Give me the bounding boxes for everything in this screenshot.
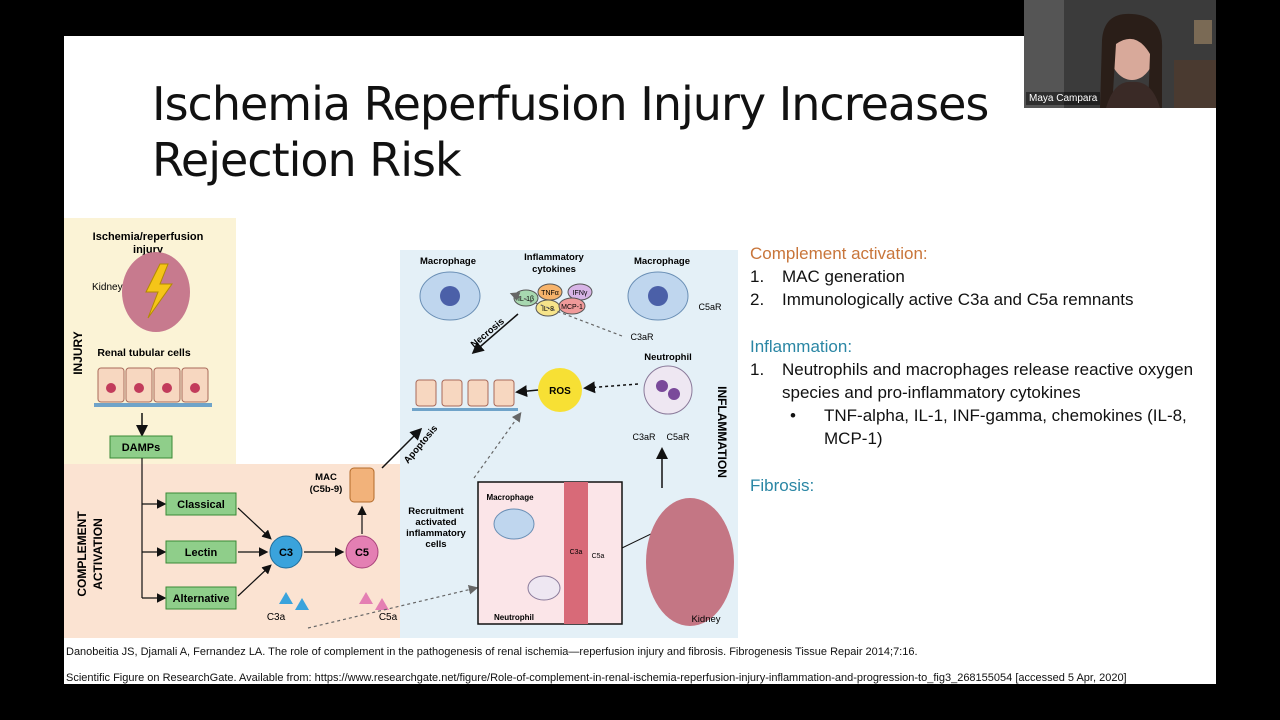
slide-title: Ischemia Reperfusion Injury Increases Re… xyxy=(152,77,989,187)
damps-box xyxy=(109,435,173,459)
mac-pore xyxy=(349,467,375,503)
recruit-label-4: cells xyxy=(425,539,446,550)
inflammation-heading: Inflammation: xyxy=(750,337,853,356)
c3-node xyxy=(269,535,303,569)
list-number: 2. xyxy=(750,290,765,309)
c5a-label: C5a xyxy=(379,612,398,623)
slide: Ischemia Reperfusion Injury Increases Re… xyxy=(64,36,1216,684)
sub-list-text: TNF-alpha, IL-1, INF-gamma, chemokines (… xyxy=(824,406,1187,448)
fibrosis-heading: Fibrosis: xyxy=(750,476,815,495)
mac-label-1: MAC xyxy=(315,472,337,483)
mac-label-2: (C5b-9) xyxy=(310,484,343,495)
bullet-content: Complement activation: 1. MAC generation… xyxy=(750,242,1210,497)
tissue-inset xyxy=(477,481,623,625)
recruit-label-2: activated xyxy=(415,517,456,528)
il8-label: IL-8 xyxy=(542,306,554,313)
mcp1-label: MCP-1 xyxy=(561,304,583,311)
list-text: MAC generation xyxy=(782,267,905,286)
c5a-triangle xyxy=(375,598,389,610)
list-text: Neutrophils and macrophages release reac… xyxy=(782,360,1194,402)
complement-heading: Complement activation: xyxy=(750,244,928,263)
c5-node xyxy=(345,535,379,569)
renal-tubular-cells xyxy=(94,367,212,407)
ros-burst xyxy=(538,368,582,412)
list-item: 1. MAC generation xyxy=(750,265,1210,288)
list-item: 2. Immunologically active C3a and C5a re… xyxy=(750,288,1210,311)
kidney-bottom-graphic xyxy=(646,498,734,626)
c3-label: C3 xyxy=(279,547,293,559)
complement-side-2: ACTIVATION xyxy=(91,518,105,590)
c3a-triangle xyxy=(295,598,309,610)
list-item: 1. Neutrophils and macrophages release r… xyxy=(750,358,1210,404)
classical-box xyxy=(165,492,237,516)
tnfa-label: TNFα xyxy=(541,290,559,297)
renal-cells-label: Renal tubular cells xyxy=(97,347,191,359)
cytokines-label-1: Inflammatory xyxy=(524,252,584,263)
lectin-label: Lectin xyxy=(185,547,218,559)
recruit-label-1: Recruitment xyxy=(408,506,464,517)
kidney-bottom-label: Kidney xyxy=(691,614,720,625)
alternative-label: Alternative xyxy=(173,593,230,605)
cytokines-label-2: cytokines xyxy=(532,264,576,275)
inset-neutrophil-label: Neutrophil xyxy=(494,613,534,622)
injury-heading-1: Ischemia/reperfusion xyxy=(93,231,204,243)
kidney-label: Kidney xyxy=(92,282,123,293)
c3ar-label-top: C3aR xyxy=(630,332,654,342)
neutrophil-cell xyxy=(643,365,693,415)
lectin-box xyxy=(165,540,237,564)
sub-list-item: • TNF-alpha, IL-1, INF-gamma, chemokines… xyxy=(750,404,1210,450)
inset-c5a-label: C5a xyxy=(592,553,605,560)
bullet-dot: • xyxy=(790,406,796,425)
participant-video-tile[interactable]: Maya Campara xyxy=(1024,0,1216,108)
list-number: 1. xyxy=(750,267,765,286)
complement-figure: Ischemia/reperfusion injury Kidney INJUR… xyxy=(64,218,738,638)
inset-macrophage-label: Macrophage xyxy=(486,493,534,502)
macrophage-left-label: Macrophage xyxy=(420,256,476,267)
lightning-icon xyxy=(145,263,173,319)
citation-source: Scientific Figure on ResearchGate. Avail… xyxy=(66,672,1127,684)
injury-side-label: INJURY xyxy=(71,331,85,375)
c3a-label: C3a xyxy=(267,612,286,623)
ros-label: ROS xyxy=(549,386,571,397)
participant-name: Maya Campara xyxy=(1026,92,1101,105)
damaged-cells xyxy=(412,379,518,411)
list-number: 1. xyxy=(750,360,765,379)
c5a-triangle xyxy=(359,592,373,604)
ifng-label: IFNγ xyxy=(573,290,588,297)
classical-label: Classical xyxy=(177,499,225,511)
neutrophil-label: Neutrophil xyxy=(644,352,692,363)
inset-c3a-label: C3a xyxy=(570,549,583,556)
damps-label: DAMPs xyxy=(122,442,161,454)
inflammation-side-label: INFLAMMATION xyxy=(715,386,729,478)
c5ar-label-bottom: C5aR xyxy=(666,432,690,442)
macrophage-right-label: Macrophage xyxy=(634,256,690,267)
c3a-triangle xyxy=(279,592,293,604)
c5-label: C5 xyxy=(355,547,369,559)
alternative-box xyxy=(165,586,237,610)
recruit-label-3: inflammatory xyxy=(406,528,466,539)
complement-side-1: COMPLEMENT xyxy=(75,511,89,597)
c5ar-label-top: C5aR xyxy=(698,302,722,312)
citation-reference: Danobeitia JS, Djamali A, Fernandez LA. … xyxy=(66,646,918,658)
c3ar-label-bottom: C3aR xyxy=(632,432,656,442)
list-text: Immunologically active C3a and C5a remna… xyxy=(782,290,1134,309)
participant-video xyxy=(1024,0,1216,108)
